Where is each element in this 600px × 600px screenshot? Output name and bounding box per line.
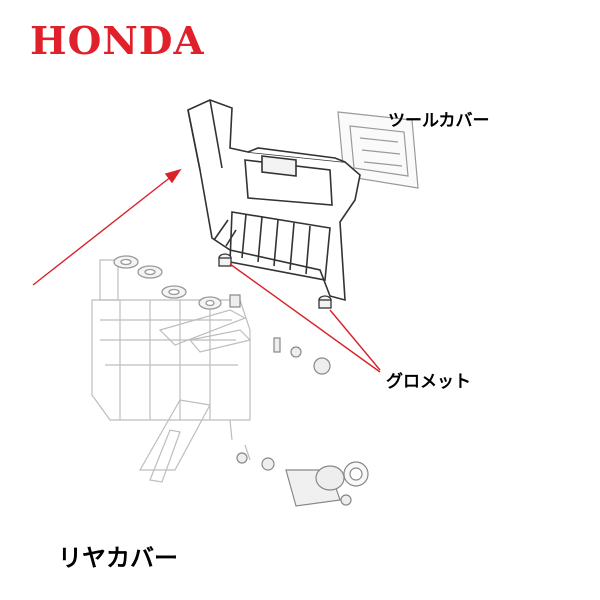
rear-cover-arrow-line xyxy=(32,175,173,286)
cover-grommets xyxy=(218,253,332,309)
tool-cover-drawing xyxy=(337,111,419,189)
part-name-label: リヤカバー xyxy=(58,544,178,572)
rear-cover-arrowhead xyxy=(164,168,182,184)
grommet-arrow-line-right xyxy=(329,309,381,371)
rear-cover-drawing xyxy=(187,99,361,302)
honda-logo: HONDA xyxy=(30,18,205,63)
grommet-label: グロメット xyxy=(386,372,471,392)
grommet-arrow-line-left xyxy=(229,263,381,373)
pointer-arrows xyxy=(32,168,381,373)
bolts-and-parts xyxy=(229,294,369,507)
tool-cover-label: ツールカバー xyxy=(388,111,490,131)
frame-grommets xyxy=(113,255,222,310)
